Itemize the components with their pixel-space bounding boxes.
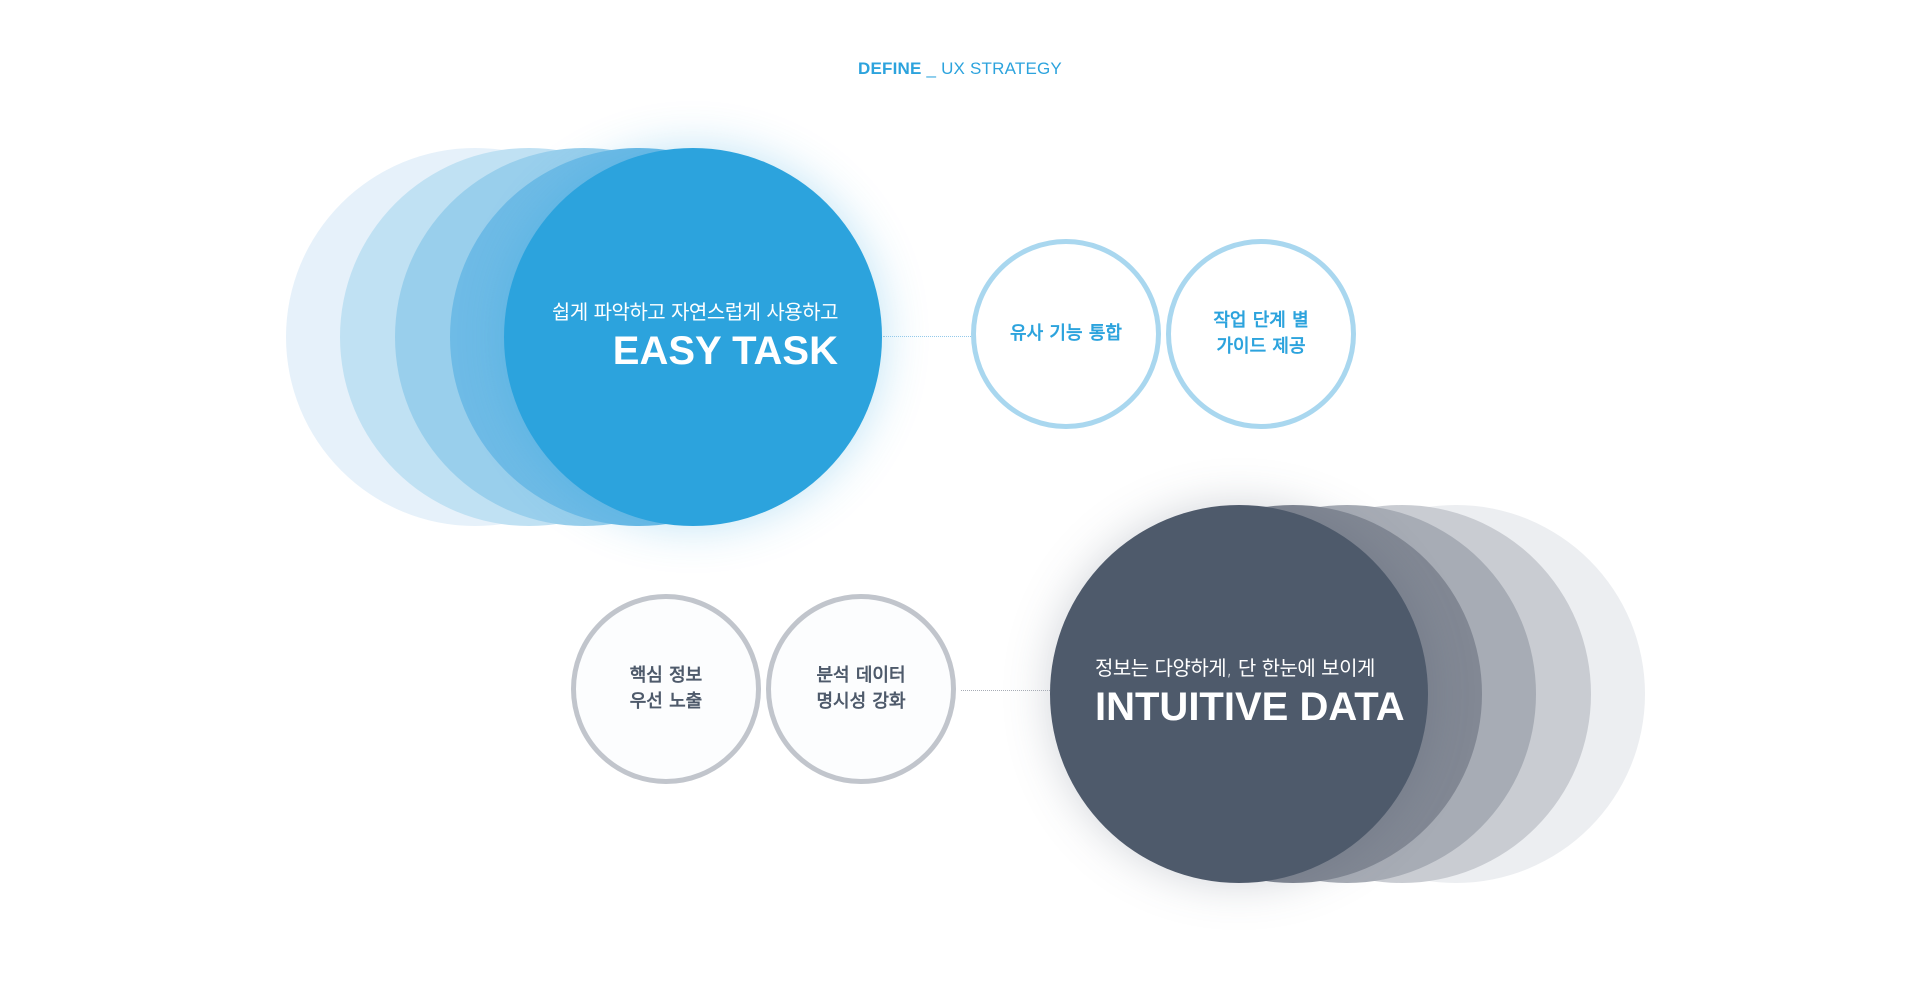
intuitive-data-point-circle: 핵심 정보 우선 노출 <box>571 594 761 784</box>
section-header: DEFINE _ UX STRATEGY <box>0 59 1920 79</box>
intuitive-data-subtitle: 정보는 다양하게, 단 한눈에 보이게 <box>1095 656 1375 680</box>
intuitive-data-main-circle <box>1050 505 1428 883</box>
easy-task-point-circle: 작업 단계 별 가이드 제공 <box>1166 239 1356 429</box>
easy-task-title: EASY TASK <box>612 329 838 373</box>
easy-task-subtitle: 쉽게 파악하고 자연스럽게 사용하고 <box>551 300 839 324</box>
easy-task-main-circle <box>504 148 882 526</box>
easy-task-point-circle: 유사 기능 통합 <box>971 239 1161 429</box>
easy-task-connector <box>883 336 971 337</box>
intuitive-data-point-circle: 분석 데이터 명시성 강화 <box>766 594 956 784</box>
header-strategy: _ UX STRATEGY <box>921 59 1062 78</box>
intuitive-data-title: INTUITIVE DATA <box>1095 685 1405 729</box>
intuitive-data-connector <box>961 690 1050 691</box>
easy-task-text: 쉽게 파악하고 자연스럽게 사용하고 EASY TASK <box>551 296 839 374</box>
intuitive-data-text: 정보는 다양하게, 단 한눈에 보이게 INTUITIVE DATA <box>1095 652 1405 730</box>
header-define: DEFINE <box>858 59 922 78</box>
